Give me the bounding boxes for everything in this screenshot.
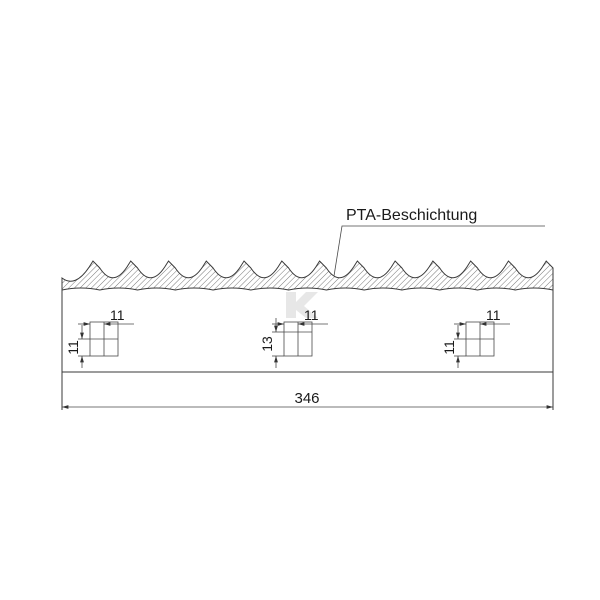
notch-details: 11 11 11 13 11 11 <box>65 307 510 368</box>
notch-2-width-label: 11 <box>304 307 319 323</box>
overall-length-label: 346 <box>294 390 319 407</box>
notch-3-width-label: 11 <box>486 307 501 323</box>
logo-watermark-icon <box>286 292 318 318</box>
notch-1-width-label: 11 <box>110 307 125 323</box>
notch-1-height-label: 11 <box>65 340 81 355</box>
notch-3-height-label: 11 <box>441 340 457 355</box>
notch-2-height-label: 13 <box>259 336 275 352</box>
coating-leader-line <box>333 225 545 277</box>
serrated-coating-band <box>61 260 554 291</box>
coating-label: PTA-Beschichtung <box>346 207 477 224</box>
